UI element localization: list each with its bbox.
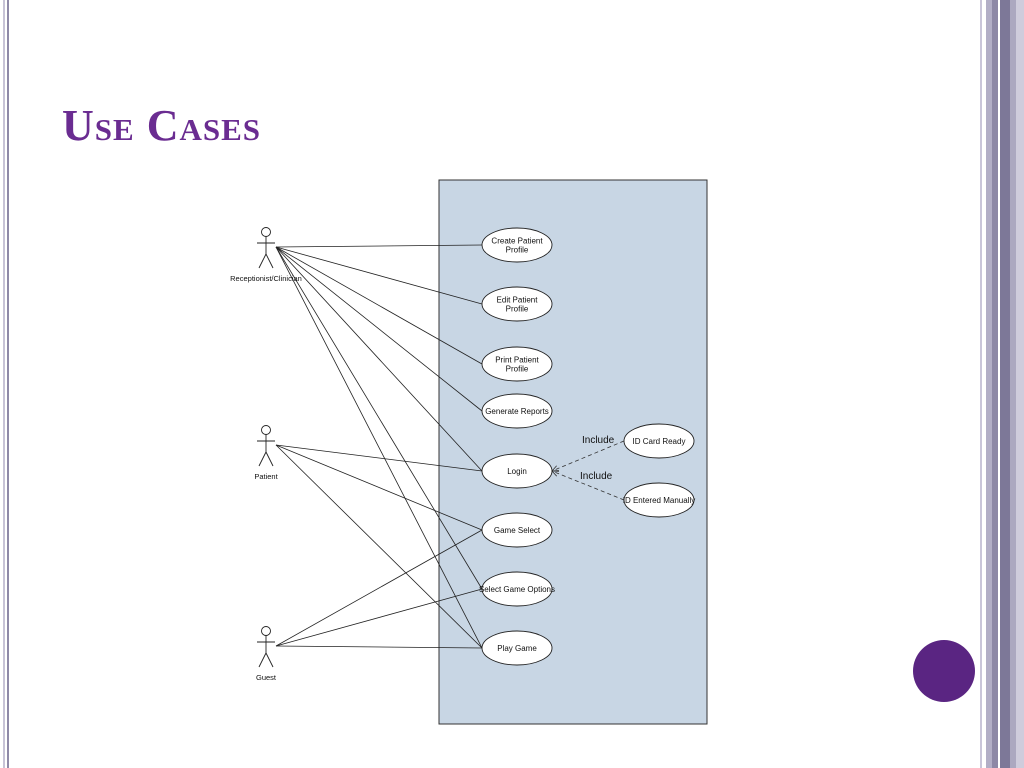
- use-case-ellipse: [623, 482, 695, 518]
- use-case-ellipse: [481, 393, 553, 429]
- include-label-idmanual: Include: [580, 471, 613, 482]
- slide-title: Use Cases: [62, 101, 262, 150]
- use-case-label: Profile: [506, 365, 529, 374]
- use-case-label: ID Entered Manually: [623, 496, 695, 505]
- actor-right-leg: [265, 652, 274, 668]
- use-case-gameselect[interactable]: Game Select: [481, 512, 553, 548]
- use-case-label: Select Game Options: [479, 585, 555, 594]
- use-case-ellipse: [481, 346, 553, 382]
- actor-receptionist[interactable]: Receptionist/Clinician: [230, 227, 302, 284]
- use-case-label: Login: [507, 467, 527, 476]
- use-case-ellipse: [481, 453, 553, 489]
- use-case-play[interactable]: Play Game: [481, 630, 553, 666]
- actor-head: [261, 425, 271, 435]
- use-case-label: Print Patient: [495, 356, 539, 365]
- use-case-ellipse: [623, 423, 695, 459]
- association-receptionist-edit: [275, 246, 483, 305]
- include-idmanual-line: [551, 470, 625, 501]
- actor-right-leg: [265, 253, 274, 269]
- include-idcard-line: [551, 440, 625, 472]
- association-receptionist-print: [275, 246, 483, 365]
- actor-head: [261, 227, 271, 237]
- actor-left-leg: [258, 253, 267, 269]
- use-case-label: Profile: [506, 305, 529, 314]
- association-receptionist-play: [275, 246, 483, 649]
- use-case-reports[interactable]: Generate Reports: [481, 393, 553, 429]
- use-case-idmanual[interactable]: ID Entered Manually: [623, 482, 695, 518]
- association-patient-gameselect: [275, 444, 483, 531]
- use-case-label: Generate Reports: [485, 407, 549, 416]
- use-case-login[interactable]: Login: [481, 453, 553, 489]
- use-case-ellipse: [481, 512, 553, 548]
- use-case-ellipse: [481, 630, 553, 666]
- association-receptionist-reports: [275, 246, 483, 412]
- actor-patient[interactable]: Patient: [254, 425, 279, 482]
- association-patient-login: [275, 444, 483, 472]
- include-label-idcard: Include: [582, 435, 615, 446]
- slide-frame-left: [0, 0, 9, 768]
- actor-label: Receptionist/Clinician: [230, 274, 302, 283]
- association-patient-play: [275, 444, 483, 649]
- association-receptionist-login: [275, 246, 483, 472]
- use-case-ellipse: [481, 571, 553, 607]
- accent-circle: [913, 640, 975, 702]
- use-case-options[interactable]: Select Game Options: [479, 571, 555, 607]
- association-receptionist-create: [275, 244, 483, 248]
- association-receptionist-options: [275, 246, 483, 590]
- use-case-label: Edit Patient: [497, 296, 539, 305]
- association-guest-options: [275, 588, 483, 647]
- use-case-label: ID Card Ready: [633, 437, 686, 446]
- slide-frame-right: [976, 0, 1024, 768]
- use-case-ellipse: [481, 227, 553, 263]
- use-case-label: Create Patient: [491, 237, 543, 246]
- association-guest-play: [275, 645, 483, 649]
- use-case-label: Profile: [506, 246, 529, 255]
- actor-label: Guest: [256, 673, 277, 682]
- actor-guest[interactable]: Guest: [256, 626, 277, 683]
- use-case-idcard[interactable]: ID Card Ready: [623, 423, 695, 459]
- actor-label: Patient: [254, 472, 278, 481]
- actor-head: [261, 626, 271, 636]
- use-case-label: Game Select: [494, 526, 541, 535]
- use-case-ellipse: [481, 286, 553, 322]
- actor-left-leg: [258, 652, 267, 668]
- use-case-label: Play Game: [497, 644, 537, 653]
- actor-left-leg: [258, 451, 267, 467]
- association-guest-gameselect: [275, 529, 483, 647]
- actor-right-leg: [265, 451, 274, 467]
